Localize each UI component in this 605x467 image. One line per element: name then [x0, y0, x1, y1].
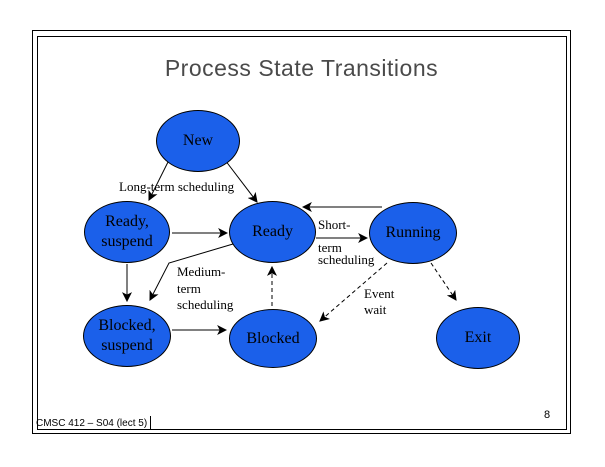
page-number: 8 — [544, 409, 551, 421]
slide-inner-border — [37, 36, 567, 430]
state-node-label: Running — [385, 224, 441, 241]
footer-end-tick — [150, 416, 152, 429]
slide-title: Process State Transitions — [164, 55, 439, 81]
state-node-ready: Ready — [229, 201, 316, 263]
label-long-term-scheduling: Long-term scheduling — [119, 179, 235, 194]
label-medium-term-scheduling: Medium- term scheduling — [177, 264, 234, 312]
label-event-wait: Event wait — [364, 286, 395, 317]
state-node-label: Blocked, suspend — [98, 317, 156, 354]
state-node-new: New — [156, 110, 240, 172]
label-short-term-scheduling-line2: term — [318, 240, 342, 255]
state-node-blocked-suspend: Blocked, suspend — [83, 305, 171, 367]
slide-footer: CMSC 412 – S04 (lect 5) — [36, 416, 152, 429]
label-short-term-scheduling-line1: Short- — [318, 217, 351, 232]
state-node-label: Exit — [464, 329, 492, 346]
state-node-blocked: Blocked — [229, 309, 317, 368]
state-node-label: Ready, suspend — [101, 213, 153, 250]
state-node-label: Blocked — [246, 329, 300, 347]
state-node-running: Running — [369, 202, 457, 264]
slide-outer-border — [32, 30, 571, 434]
state-node-exit: Exit — [436, 307, 520, 369]
state-node-ready-suspend: Ready, suspend — [84, 201, 170, 263]
footer-text: CMSC 412 – S04 (lect 5) — [36, 418, 148, 429]
state-node-label: New — [182, 132, 214, 149]
label-short-term-scheduling-line3: scheduling — [318, 252, 375, 267]
state-node-label: Ready — [252, 223, 293, 240]
